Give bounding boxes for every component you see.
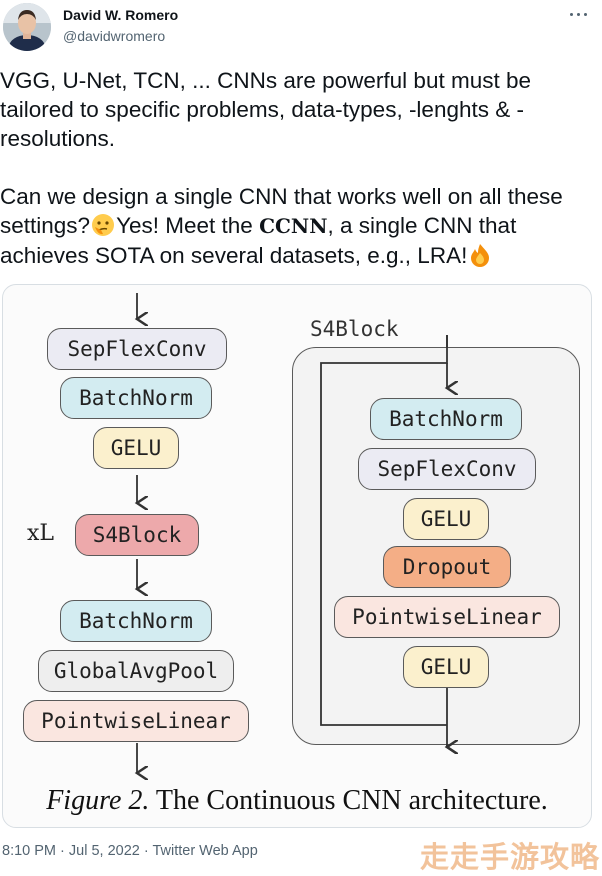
tweet-p2-part3: , a single CNN that achieves SOTA on sev… — [0, 213, 517, 268]
figure-caption: Figure 2. The Continuous CNN architectur… — [3, 785, 591, 817]
architecture-figure[interactable]: SepFlexConv BatchNorm GELU xL S4Block Ba… — [2, 284, 592, 828]
caption-label: Figure 2. — [46, 785, 150, 816]
more-options-icon[interactable] — [568, 4, 590, 26]
repeat-label: xL — [27, 521, 55, 546]
s4-pointwiselinear-block: PointwiseLinear — [334, 596, 560, 638]
avatar[interactable] — [3, 3, 51, 51]
left-batchnorm-block: BatchNorm — [60, 377, 212, 419]
left-sepflexconv-block: SepFlexConv — [47, 328, 227, 370]
s4-batchnorm-block: BatchNorm — [370, 398, 522, 440]
ccnn-bold: CCNN — [259, 214, 328, 238]
s4-dropout-block: Dropout — [383, 546, 511, 588]
tweet-p2-part2: Yes! Meet the — [116, 213, 260, 238]
author-handle[interactable]: @davidwromero — [63, 28, 166, 44]
left-globalavgpool-block: GlobalAvgPool — [38, 650, 234, 692]
left-s4block-block: S4Block — [75, 514, 199, 556]
s4-gelu1-block: GELU — [403, 498, 489, 540]
tweet-header: David W. Romero @davidwromero — [0, 0, 602, 60]
tweet-timestamp[interactable]: 8:10 PM · Jul 5, 2022 · Twitter Web App — [2, 843, 258, 859]
left-gelu-block: GELU — [93, 427, 179, 469]
left-batchnorm2-block: BatchNorm — [60, 600, 212, 642]
tweet-paragraph-1: VGG, U-Net, TCN, ... CNNs are powerful b… — [0, 68, 531, 151]
thinking-face-emoji — [90, 213, 116, 237]
tweet-paragraph-2: Can we design a single CNN that works we… — [0, 182, 596, 270]
s4-gelu2-block: GELU — [403, 646, 489, 688]
tweet-p2-part1: Can we design a single CNN that works we… — [0, 184, 563, 238]
watermark: 走走手游攻略 — [420, 842, 601, 874]
author-name[interactable]: David W. Romero — [63, 7, 179, 23]
caption-text: The Continuous CNN architecture. — [149, 785, 548, 816]
left-pointwiselinear-block: PointwiseLinear — [23, 700, 249, 742]
fire-emoji — [467, 243, 493, 267]
s4-sepflexconv-block: SepFlexConv — [358, 448, 536, 490]
tweet-text: VGG, U-Net, TCN, ... CNNs are powerful b… — [0, 66, 596, 270]
s4block-title: S4Block — [310, 317, 399, 341]
